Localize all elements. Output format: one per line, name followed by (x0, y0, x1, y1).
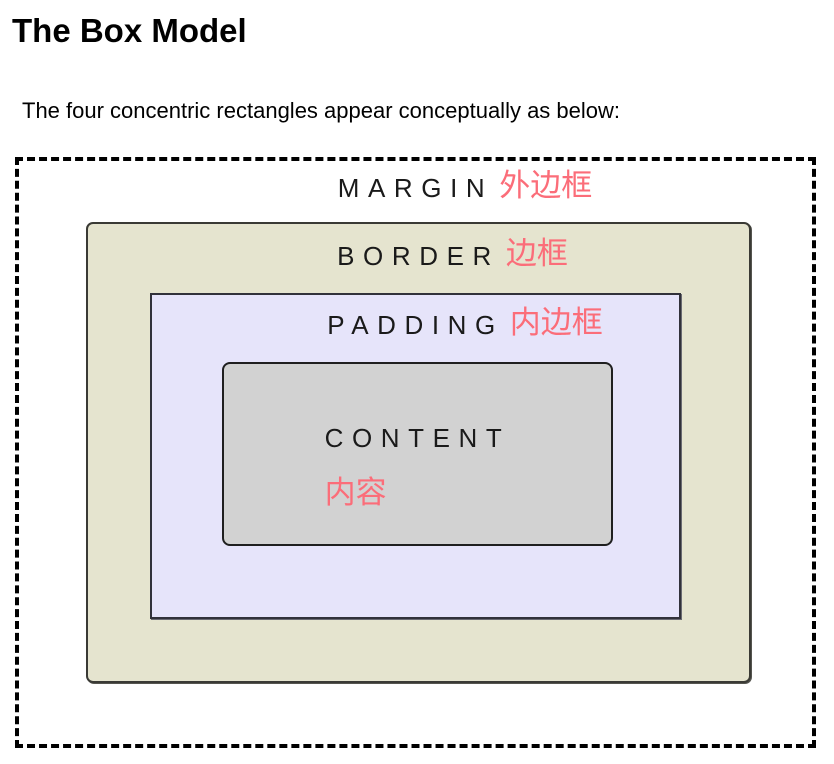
content-label: CONTENT (324, 423, 511, 453)
content-box: CONTENT 内容 (222, 362, 613, 546)
content-label-zh: 内容 (324, 475, 387, 510)
page-title: The Box Model (12, 12, 247, 49)
content-label-group: CONTENT 内容 (325, 422, 511, 512)
intro-text: The four concentric rectangles appear co… (22, 98, 621, 123)
